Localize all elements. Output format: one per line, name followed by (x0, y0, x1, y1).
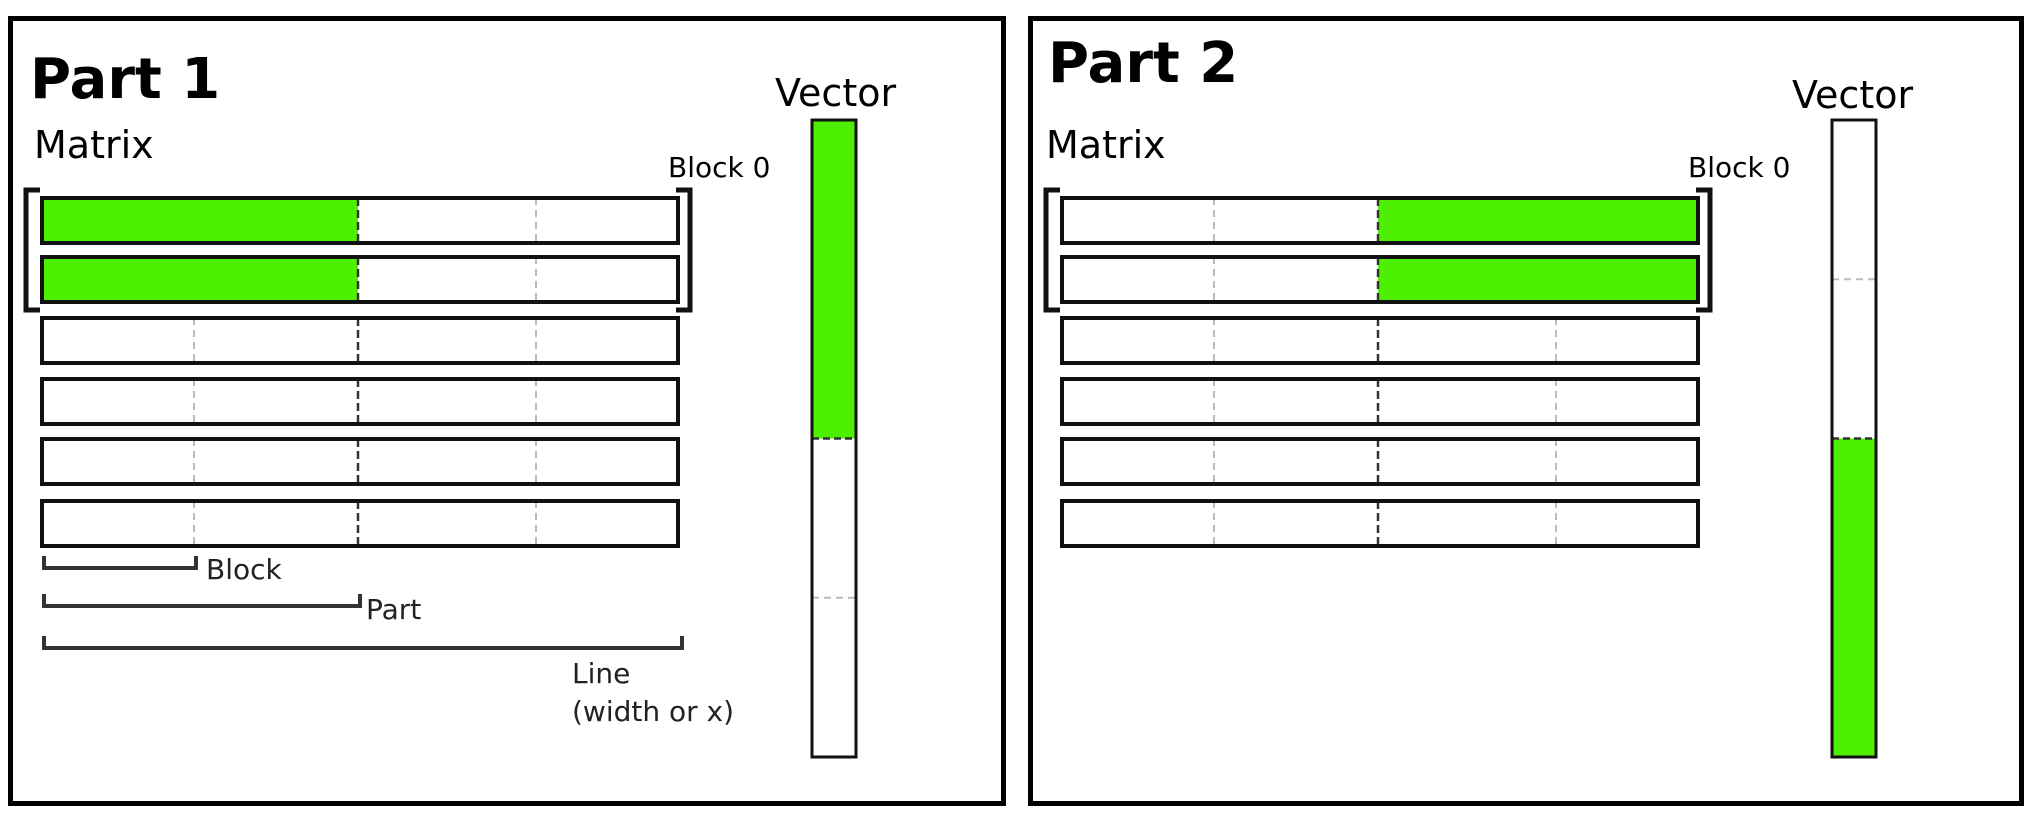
panel-1-matrix-row-5-fill (42, 439, 678, 484)
panel-2-matrix-row-1-border (1060, 196, 1700, 245)
panel-2-matrix-row-1-highlight (1378, 198, 1698, 243)
panel-1-block0-label: Block 0 (668, 151, 771, 184)
panel-2-matrix-row-4-border (1060, 377, 1700, 426)
panel-1-vector-label: Vector (775, 71, 897, 115)
panel-1-block0-bracket-right (676, 187, 693, 313)
panel-1-matrix-label: Matrix (34, 123, 154, 167)
panel-1-matrix-row-5-border (40, 437, 680, 486)
panel-1-matrix-row-2-highlight (42, 257, 358, 302)
panel-2-block0-bracket-left (1043, 187, 1060, 313)
panel-1-matrix-row-1-highlight (42, 198, 358, 243)
panel-1-vector-border (810, 118, 858, 759)
block-measure-bracket (42, 556, 198, 570)
line-annotation-label: Line (572, 657, 631, 690)
panel-2-vector-label: Vector (1792, 73, 1914, 117)
panel-1-matrix-row-1-border (40, 196, 680, 245)
panel-2-block0-label: Block 0 (1688, 151, 1791, 184)
panel-1-title: Part 1 (30, 47, 221, 112)
panel-2-matrix-row-2-highlight (1378, 257, 1698, 302)
panel-2-matrix-row-4-fill (1062, 379, 1698, 424)
panel-1-matrix-row-4-fill (42, 379, 678, 424)
block-annotation-label: Block (206, 553, 282, 586)
panel-1-block0-bracket-left (23, 187, 40, 313)
line-measure-bracket (42, 636, 684, 650)
panel-2-vector-highlight (1832, 438, 1876, 757)
panel-1-matrix-row-3-border (40, 316, 680, 365)
panel-2-matrix-label: Matrix (1046, 123, 1166, 167)
panel-2-matrix-row-3-fill (1062, 318, 1698, 363)
panel-2-matrix-row-5-border (1060, 437, 1700, 486)
panel-2-matrix-row-3-border (1060, 316, 1700, 365)
panel-2-matrix-row-6-fill (1062, 501, 1698, 546)
part-annotation-label: Part (366, 593, 422, 626)
panel-2-title: Part 2 (1048, 31, 1239, 96)
panel-1-matrix-row-4-border (40, 377, 680, 426)
panel-1-matrix-row-2-border (40, 255, 680, 304)
panel-1-matrix-row-6-border (40, 499, 680, 548)
line-annotation-sublabel: (width or x) (572, 695, 735, 728)
panel-1-vector-highlight (812, 120, 856, 439)
panel-2-vector-border (1830, 118, 1878, 759)
panel-1-matrix-row-3-fill (42, 318, 678, 363)
panel-2-matrix-row-5-fill (1062, 439, 1698, 484)
panel-1-matrix-row-6-fill (42, 501, 678, 546)
part-measure-bracket (42, 594, 362, 608)
panel-2-matrix-row-2-border (1060, 255, 1700, 304)
panel-2-matrix-row-6-border (1060, 499, 1700, 548)
panel-2-block0-bracket-right (1696, 187, 1713, 313)
